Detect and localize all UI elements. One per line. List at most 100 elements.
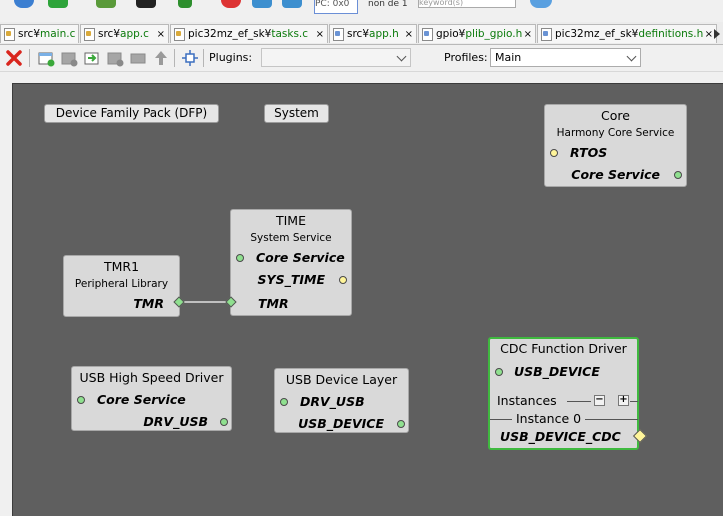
close-icon[interactable]: ×	[523, 28, 532, 40]
tab-filename: tasks.c	[271, 28, 309, 40]
component-subtitle: Harmony Core Service	[556, 127, 675, 139]
plugins-label: Plugins:	[209, 51, 253, 64]
usb-device-port-icon[interactable]	[495, 368, 503, 376]
drv-usb-port-icon[interactable]	[220, 418, 228, 426]
debug-icon[interactable]	[14, 0, 34, 8]
remove-group-icon[interactable]	[60, 49, 78, 67]
drv-usb-port-icon[interactable]	[280, 398, 288, 406]
tab-filename: app.c	[120, 28, 149, 40]
pc-readout: PC: 0x0	[314, 0, 358, 14]
instance-0-panel[interactable]: Instance 0 USB_DEVICE_CDC	[490, 411, 638, 450]
editor-tab-bar: src¥main.c × src¥app.c × pic32mz_ef_sk¥t…	[0, 22, 723, 45]
core-component[interactable]: Core Harmony Core Service RTOS Core Serv…	[544, 104, 687, 187]
composer-toolbar: Plugins: Profiles: Main	[0, 45, 723, 72]
component-subtitle: System Service	[250, 232, 332, 244]
h-file-icon	[541, 27, 552, 41]
tab-definitions-h[interactable]: pic32mz_ef_sk¥definitions.h ×	[537, 24, 717, 43]
add-to-group-icon[interactable]	[83, 49, 101, 67]
chat-icon[interactable]	[530, 0, 552, 8]
status-text: non de 1	[368, 0, 408, 9]
drv-usb-port: DRV_USB	[143, 414, 208, 429]
tab-app-h[interactable]: src¥app.h ×	[329, 24, 417, 43]
drv-usb-port: DRV_USB	[300, 394, 365, 409]
c-file-icon	[174, 27, 185, 41]
cdc-function-driver-component[interactable]: CDC Function Driver USB_DEVICE Instances…	[488, 337, 639, 450]
component-title: TMR1	[103, 259, 140, 274]
c-file-icon	[84, 27, 95, 41]
component-title: TIME	[275, 213, 306, 228]
delete-icon[interactable]	[5, 49, 23, 67]
core-service-port-icon[interactable]	[77, 396, 85, 404]
core-service-port: Core Service	[571, 167, 660, 182]
divider	[630, 401, 638, 402]
component-title: USB High Speed Driver	[79, 370, 224, 385]
close-icon[interactable]: ×	[315, 28, 324, 40]
usb-high-speed-driver-component[interactable]: USB High Speed Driver Core Service DRV_U…	[71, 366, 232, 431]
instances-label: Instances	[497, 393, 557, 408]
component-title: CDC Function Driver	[500, 341, 627, 356]
tab-filename: plib_gpio.h	[465, 28, 523, 40]
close-icon[interactable]: ×	[404, 28, 413, 40]
top-toolbar-strip: PC: 0x0 non de 1 keyword(s)	[0, 0, 723, 22]
tab-tasks-c[interactable]: pic32mz_ef_sk¥tasks.c ×	[170, 24, 328, 43]
usb-device-port-icon[interactable]	[397, 420, 405, 428]
cart-icon[interactable]	[178, 0, 192, 8]
tab-main-c[interactable]: src¥main.c ×	[0, 24, 79, 43]
time-component[interactable]: TIME System Service Core Service SYS_TIM…	[230, 209, 352, 316]
core-service-port: Core Service	[97, 392, 186, 407]
add-instance-button[interactable]: +	[618, 394, 629, 406]
remove-instance-button[interactable]: −	[594, 394, 605, 406]
close-icon[interactable]: ×	[156, 28, 165, 40]
search-input[interactable]: keyword(s)	[418, 0, 516, 8]
usb-device-port: USB_DEVICE	[514, 364, 600, 379]
divider	[567, 401, 591, 402]
toolbar-separator	[174, 49, 175, 67]
tab-prefix: pic32mz_ef_sk¥	[188, 28, 272, 40]
core-service-port-icon[interactable]	[674, 171, 682, 179]
sys-time-port-icon[interactable]	[339, 276, 347, 284]
tab-plib-gpio-h[interactable]: gpio¥plib_gpio.h ×	[418, 24, 536, 43]
tab-prefix: src¥	[18, 28, 41, 40]
group-dfp-button[interactable]: Device Family Pack (DFP)	[44, 104, 219, 123]
sys-time-port: SYS_TIME	[257, 272, 325, 287]
tab-filename: definitions.h	[638, 28, 704, 40]
program-icon[interactable]	[252, 0, 272, 8]
auto-arrange-icon[interactable]	[181, 49, 199, 67]
core-service-port-icon[interactable]	[236, 254, 244, 262]
profiles-dropdown[interactable]: Main	[490, 48, 641, 67]
group-system-button[interactable]: System	[264, 104, 329, 123]
usb-device-cdc-port: USB_DEVICE_CDC	[500, 429, 621, 444]
core-service-port: Core Service	[256, 250, 345, 265]
project-graph-canvas[interactable]: Device Family Pack (DFP) System Core Har…	[12, 83, 723, 516]
component-title: Core	[601, 108, 630, 123]
component-title: USB Device Layer	[285, 372, 398, 387]
tmr1-component[interactable]: TMR1 Peripheral Library TMR	[63, 255, 180, 317]
stop-icon[interactable]	[221, 0, 241, 8]
new-group-icon[interactable]	[37, 49, 55, 67]
read-icon[interactable]	[282, 0, 302, 8]
plugins-dropdown[interactable]	[261, 48, 411, 67]
tab-app-c[interactable]: src¥app.c ×	[80, 24, 169, 43]
collapse-icon[interactable]	[129, 49, 147, 67]
move-out-icon[interactable]	[106, 49, 124, 67]
instance-label: Instance 0	[512, 411, 586, 426]
tab-filename: app.h	[369, 28, 399, 40]
tab-prefix: pic32mz_ef_sk¥	[555, 28, 639, 40]
chevron-down-icon	[626, 51, 637, 62]
run-icon[interactable]	[48, 0, 68, 8]
close-icon[interactable]: ×	[704, 28, 713, 40]
package-icon[interactable]	[96, 0, 116, 8]
arrow-up-icon[interactable]	[152, 49, 170, 67]
chevron-down-icon	[396, 51, 407, 62]
rtos-port-icon[interactable]	[550, 149, 558, 157]
tab-prefix: src¥	[347, 28, 370, 40]
log-icon[interactable]	[136, 0, 156, 8]
h-file-icon	[333, 27, 344, 41]
c-file-icon	[4, 27, 15, 41]
usb-device-port: USB_DEVICE	[298, 416, 384, 431]
h-file-icon	[422, 27, 433, 41]
tab-scroll-right-icon[interactable]	[714, 29, 720, 39]
tmr-port: TMR	[258, 296, 289, 311]
usb-device-layer-component[interactable]: USB Device Layer DRV_USB USB_DEVICE	[274, 368, 409, 433]
component-subtitle: Peripheral Library	[74, 278, 169, 290]
